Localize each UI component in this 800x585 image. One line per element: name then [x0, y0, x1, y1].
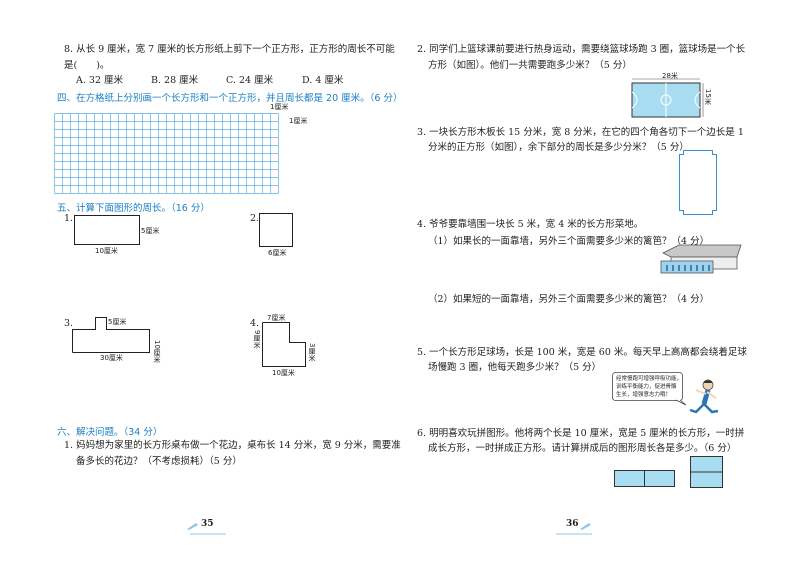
- fig2-number: 2.: [250, 213, 260, 224]
- page-underline-left: [190, 533, 226, 535]
- fig3-side-label: 10厘米: [153, 340, 161, 363]
- q5-line1: 5. 一个长方形足球场，长是 100 米，宽是 60 米。每天早上高高都会绕着足…: [417, 347, 747, 358]
- scale-label-top: 1厘米: [270, 103, 289, 111]
- page-underline-right: [556, 533, 592, 535]
- q3-line1: 3. 一块长方形木板长 15 分米，宽 8 分米，在它的四个角各切下一个边长是 …: [417, 127, 744, 138]
- court-height-label: 15米: [704, 89, 712, 105]
- pencil-icon: [580, 523, 591, 530]
- section6-title: 六、解决问题。（34 分）: [57, 427, 163, 438]
- q5-line2: 场慢跑 3 圈，他每天跑多少米？（5 分）: [428, 362, 602, 373]
- grid-paper: [54, 113, 279, 194]
- fig1-bottom-label: 10厘米: [95, 247, 118, 255]
- combined-rectangle: [614, 470, 675, 487]
- q8-option-c: C. 24 厘米: [226, 75, 274, 86]
- q2-line1: 2. 同学们上篮球课前要进行热身运动，需要绕篮球场跑 3 圈，篮球场是一个长: [417, 44, 746, 55]
- q6-line1: 6. 明明喜欢玩拼图形。他将两个长是 10 厘米，宽是 5 厘米的长方形，一时拼: [417, 428, 745, 439]
- garden-illustration: [660, 244, 742, 274]
- q8-option-a: A. 32 厘米: [76, 75, 124, 86]
- fig3-shape: [72, 317, 150, 353]
- s6-q1-line1: 1. 妈妈想为家里的长方形桌布做一个花边，桌布长 14 分米，宽 9 分米，需要…: [64, 440, 401, 451]
- q3-line2: 分米的正方形（如图），余下部分的周长是多少分米？（5 分）: [428, 142, 689, 153]
- q8-line1: 8. 从长 9 厘米，宽 7 厘米的长方形纸上剪下一个正方形，正方形的周长不可能: [64, 44, 395, 55]
- q4-sub1: （1）如果长的一面靠墙，另外三个面需要多少米的篱笆？（4 分）: [428, 236, 710, 247]
- page-number-left: 35: [201, 519, 214, 529]
- q8-line2: 是( )。: [64, 60, 110, 71]
- fig4-right-label: 3厘米: [308, 343, 316, 362]
- q4-sub2: （2）如果短的一面靠墙，另外三个面需要多少米的篱笆？（4 分）: [428, 294, 710, 305]
- section4-title: 四、在方格纸上分别画一个长方形和一个正方形，并且周长都是 20 厘米。（6 分）: [57, 93, 403, 104]
- bubble-text: 经常慢跑可增强呼吸功能， 训练平衡能力，促进骨骼 生长，增强意志力哦！: [616, 375, 682, 399]
- q8-option-d: D. 4 厘米: [302, 75, 344, 86]
- fig1-rectangle: [74, 215, 140, 245]
- q8-option-b: B. 28 厘米: [151, 75, 199, 86]
- court-width-label: 28米: [662, 72, 678, 80]
- combined-square: [690, 456, 723, 488]
- board-with-cut-corners: [679, 150, 717, 215]
- q2-line2: 方形（如图）。他们一共需要跑多少米？（5 分）: [428, 60, 632, 71]
- fig4-top-label: 7厘米: [267, 314, 286, 322]
- fig2-square: [259, 213, 293, 247]
- fig3-bottom-label: 30厘米: [100, 354, 123, 362]
- fig2-bottom-label: 6厘米: [268, 249, 287, 257]
- fig3-number: 3.: [64, 318, 74, 329]
- fig4-bottom-label: 10厘米: [272, 369, 295, 377]
- fig1-number: 1.: [64, 213, 74, 224]
- runner-illustration: [689, 379, 719, 414]
- fig3-top-label: 5厘米: [108, 318, 127, 326]
- s6-q1-line2: 备多长的花边？（不考虑损耗）（5 分）: [76, 456, 242, 467]
- q4-line1: 4. 爷爷要靠墙围一块长 5 米，宽 4 米的长方形菜地。: [417, 219, 644, 230]
- fig4-number: 4.: [250, 318, 260, 329]
- fig4-left-label: 9厘米: [253, 330, 261, 349]
- page-number-right: 36: [566, 519, 579, 529]
- bubble-line-2: 训练平衡能力，促进骨骼: [616, 384, 677, 390]
- fig1-side-label: 5厘米: [141, 227, 160, 235]
- bubble-line-1: 经常慢跑可增强呼吸功能，: [616, 376, 683, 382]
- speech-bubble: [612, 372, 687, 406]
- fig4-shape: [262, 322, 306, 367]
- bubble-line-3: 生长，增强意志力哦！: [616, 392, 672, 398]
- q6-line2: 成长方形，一时拼成正方形。请计算拼成后的图形周长各是多少。（6 分）: [428, 443, 737, 454]
- section5-title: 五、计算下面图形的周长。（16 分）: [57, 203, 210, 214]
- pencil-icon: [187, 523, 198, 530]
- scale-label-right: 1厘米: [289, 117, 308, 125]
- basketball-court: [631, 78, 704, 118]
